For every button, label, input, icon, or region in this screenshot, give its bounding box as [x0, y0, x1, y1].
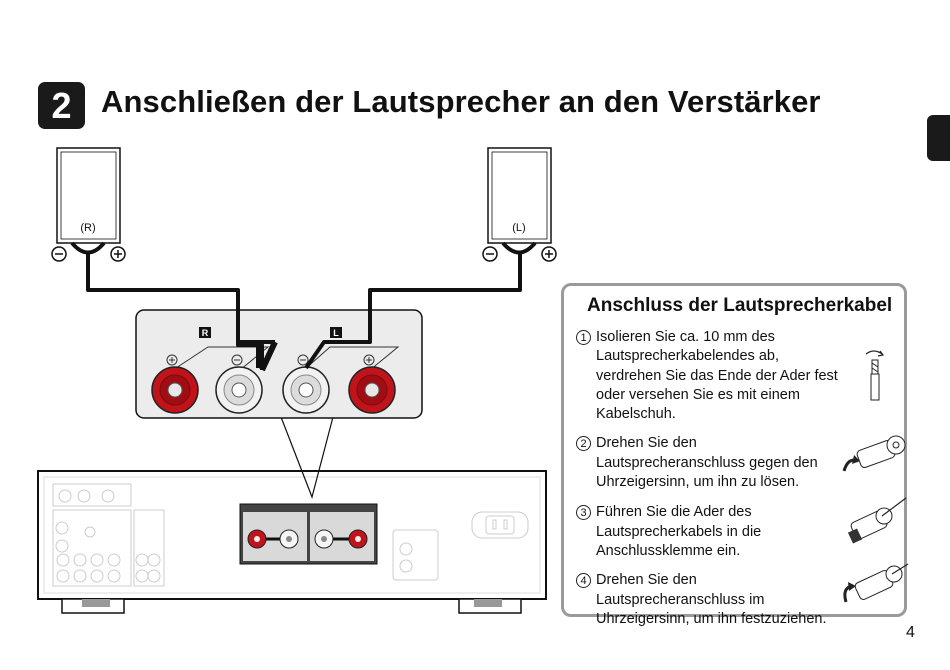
amplifier-rear-panel: [37, 470, 547, 614]
plus-circle-icon: [110, 246, 126, 262]
terminal-detail-panel: R L: [135, 309, 423, 419]
box-title: Anschluss der Lautsprecherkabel: [587, 295, 893, 316]
speaker-terminal-icon: [282, 366, 330, 414]
step-text: Drehen Sie den Lautsprecheranschluss geg…: [596, 435, 818, 491]
instruction-step: 4 Drehen Sie den Lautsprecheranschluss i…: [576, 571, 838, 629]
minus-circle-icon: [482, 246, 498, 262]
speaker-terminal-icon: [215, 366, 263, 414]
step-number: 3: [576, 505, 591, 521]
instruction-list: 1 Isolieren Sie ca. 10 mm des Lautsprech…: [576, 328, 838, 629]
speaker-left: (L): [482, 147, 557, 262]
speaker-terminal-icon: [348, 366, 396, 414]
speaker-right-label: (R): [80, 222, 95, 234]
step-number: 2: [576, 436, 591, 452]
page-number: 4: [906, 624, 915, 641]
section-tab: [927, 115, 950, 161]
step-text: Führen Sie die Ader des Lautsprecherkabe…: [596, 504, 762, 559]
speaker-terminal-icon: [151, 366, 199, 414]
minus-circle-icon: [231, 354, 243, 366]
page-title: Anschließen der Lautsprecher an den Vers…: [101, 84, 821, 119]
plus-circle-icon: [363, 354, 375, 366]
step-number: 4: [576, 573, 591, 589]
step-number: 1: [576, 330, 591, 345]
instruction-step: 3 Führen Sie die Ader des Lautsprecherka…: [576, 503, 838, 561]
channel-right-label: R: [202, 328, 209, 338]
screwdriver-icon: [847, 497, 907, 544]
speaker-left-label: (L): [512, 222, 525, 234]
cable-connection-box: Anschluss der Lautsprecherkabel 1 Isolie…: [561, 283, 909, 627]
instruction-step: 1 Isolieren Sie ca. 10 mm des Lautsprech…: [576, 328, 838, 424]
plus-circle-icon: [541, 246, 557, 262]
plus-circle-icon: [166, 354, 178, 366]
minus-circle-icon: [297, 354, 309, 366]
step-badge: 2: [38, 82, 85, 129]
step-text: Drehen Sie den Lautsprecheranschluss im …: [596, 572, 827, 627]
rotate-arrow-icon: [843, 563, 909, 603]
rotate-arrow-icon: [842, 435, 906, 472]
instruction-step: 2 Drehen Sie den Lautsprecheranschluss g…: [576, 434, 838, 492]
minus-circle-icon: [51, 246, 67, 262]
stripped-wire-illustration: [865, 350, 885, 401]
step-text: Isolieren Sie ca. 10 mm des Lautsprecher…: [596, 329, 838, 423]
channel-left-label: L: [333, 328, 339, 338]
speaker-right: (R): [51, 147, 126, 262]
